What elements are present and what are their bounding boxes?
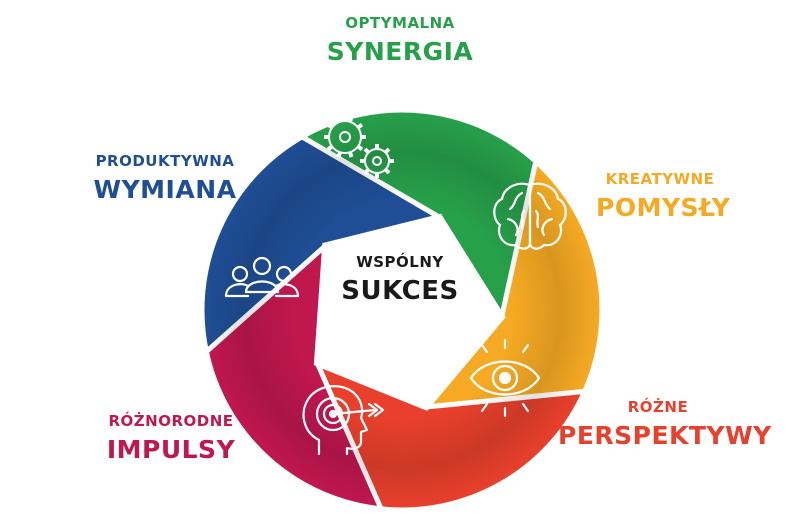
- gear-tooth: [363, 168, 370, 175]
- gear-tooth: [326, 144, 334, 151]
- label-perspektywy-line2: PERSPEKTYWY: [558, 421, 772, 450]
- label-wymiana: PRODUKTYWNA WYMIANA: [72, 152, 258, 204]
- eye-icon: [469, 338, 541, 418]
- gear-tooth: [384, 168, 391, 175]
- label-perspektywy-line1: RÓŻNE: [627, 398, 689, 416]
- label-pomysly: KREATYWNE POMYSŁY: [596, 170, 731, 222]
- center-label-line1: wspólny: [356, 253, 444, 271]
- brain-icon: [493, 182, 567, 250]
- gear-tooth: [363, 147, 370, 154]
- label-wymiana-line2: WYMIANA: [93, 175, 237, 204]
- label-pomysly-line1: KREATYWNE: [605, 170, 715, 188]
- label-impulsy-line2: IMPULSY: [106, 435, 236, 464]
- gear-tooth: [336, 116, 342, 123]
- center-hole: [313, 213, 506, 411]
- gear-tooth: [384, 147, 391, 154]
- gear-tooth: [348, 116, 354, 123]
- label-impulsy-line1: RÓŻNORODNE: [108, 412, 234, 430]
- label-wymiana-line1: PRODUKTYWNA: [95, 152, 235, 170]
- center-label-line2: SUKCES: [341, 276, 459, 306]
- target-head-icon: [302, 385, 385, 456]
- label-synergia-line1: OPTYMALNA: [345, 14, 455, 32]
- people-icon: [224, 256, 300, 298]
- center-label: wspólny SUKCES: [330, 253, 470, 306]
- label-pomysly-line2: POMYSŁY: [596, 193, 731, 222]
- gear-tooth: [356, 144, 364, 151]
- gear-tooth: [348, 151, 354, 158]
- icons-layer: [224, 116, 567, 456]
- label-synergia-line2: SYNERGIA: [326, 37, 474, 66]
- label-impulsy: RÓŻNORODNE IMPULSY: [88, 412, 254, 464]
- gear-tooth: [356, 123, 364, 130]
- segments-layer: [199, 107, 605, 513]
- gear-tooth: [326, 123, 334, 130]
- label-perspektywy: RÓŻNE PERSPEKTYWY: [558, 398, 772, 450]
- gears-icon: [324, 116, 394, 178]
- label-synergia: OPTYMALNA SYNERGIA: [300, 14, 500, 66]
- gear-tooth: [336, 151, 342, 158]
